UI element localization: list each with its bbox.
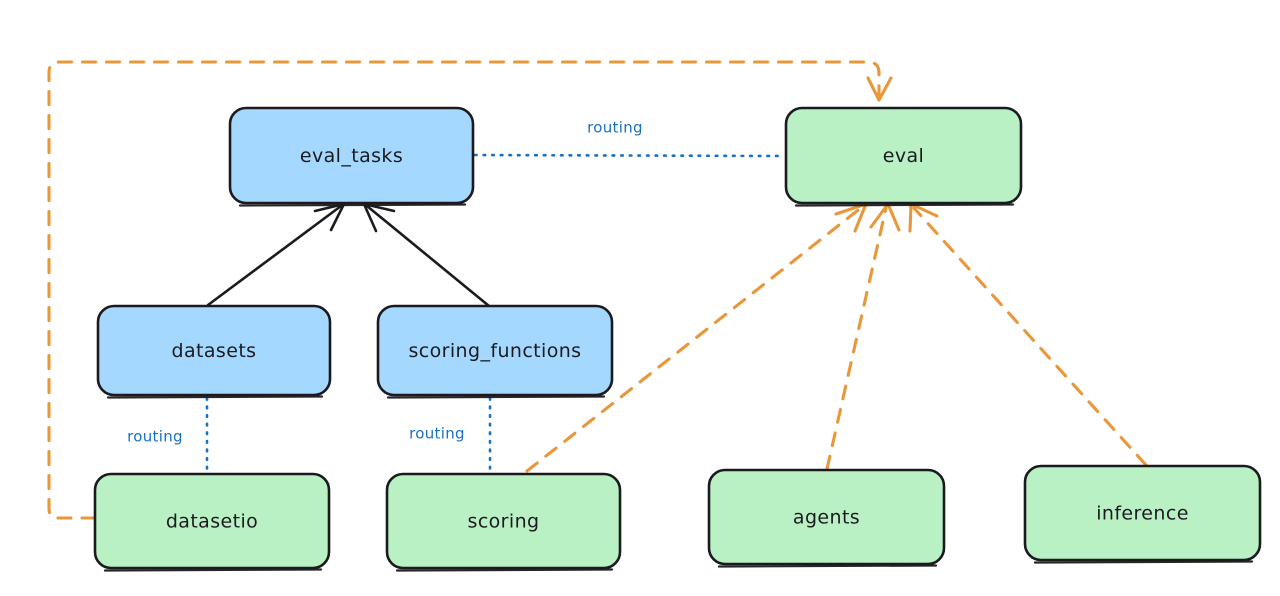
edge-eval_tasks-eval: routing <box>473 119 786 158</box>
node-label-datasetio: datasetio <box>166 511 258 533</box>
edge-agents-eval <box>825 202 901 471</box>
node-eval[interactable]: eval <box>784 106 1023 207</box>
node-agents[interactable]: agents <box>707 468 946 568</box>
edge-label-routing-datasetio: routing <box>127 428 183 446</box>
node-label-datasets: datasets <box>172 340 257 362</box>
edge-inference-eval <box>908 202 1148 467</box>
node-label-eval: eval <box>883 145 924 167</box>
edge-datasetio-eval <box>47 60 893 520</box>
node-eval_tasks[interactable]: eval_tasks <box>228 106 475 207</box>
edge-label-routing-scoring: routing <box>409 425 465 443</box>
node-scoring_functions[interactable]: scoring_functions <box>376 304 614 399</box>
node-scoring[interactable]: scoring <box>385 472 622 572</box>
node-datasetio[interactable]: datasetio <box>93 472 331 572</box>
edge-scoringfn-eval_tasks <box>362 202 491 308</box>
node-label-scoring_functions: scoring_functions <box>409 340 582 362</box>
edge-datasets-eval_tasks <box>206 202 346 307</box>
node-label-scoring: scoring <box>468 511 540 533</box>
node-label-agents: agents <box>793 507 860 529</box>
node-datasets[interactable]: datasets <box>96 304 332 399</box>
edge-scoringfn-scoring: routing <box>409 396 492 474</box>
node-label-inference: inference <box>1096 503 1189 525</box>
node-inference[interactable]: inference <box>1023 464 1262 564</box>
node-label-eval_tasks: eval_tasks <box>300 145 403 167</box>
edge-label-routing-eval: routing <box>587 119 643 137</box>
node-layer: eval_tasks eval datasets scoring_functio… <box>93 106 1262 572</box>
edge-datasets-datasetio: routing <box>127 396 209 474</box>
